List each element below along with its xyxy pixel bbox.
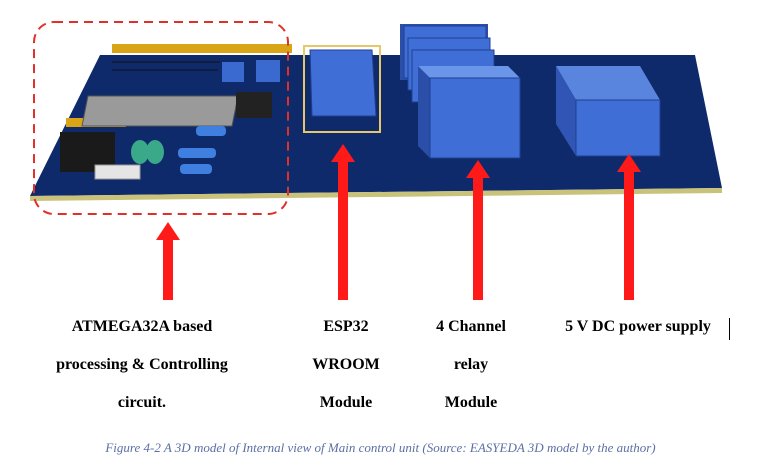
resistor-1 — [178, 148, 216, 158]
esp32-module — [309, 49, 377, 117]
resistor-2 — [196, 126, 226, 136]
label-esp32: ESP32 WROOM Module — [296, 308, 396, 422]
capacitor-2 — [146, 140, 164, 164]
label-atmega-line-2: processing & Controlling — [56, 356, 228, 373]
figure-caption: Figure 4-2 A 3D model of Internal view o… — [105, 440, 656, 455]
relay-stack — [400, 24, 521, 159]
atmega-dashed-box — [33, 21, 289, 215]
label-relay: 4 Channel relay Module — [416, 308, 526, 422]
text-cursor — [729, 318, 730, 340]
arrow-power — [617, 154, 641, 300]
label-relay-line-3: Module — [444, 394, 498, 411]
trimpot-1 — [222, 62, 244, 82]
arrow-atmega — [156, 222, 180, 300]
label-relay-line-1: 4 Channel — [436, 318, 506, 335]
label-esp32-line-3: Module — [319, 394, 373, 411]
arrow-relay — [466, 160, 490, 300]
label-atmega: ATMEGA32A based processing & Controlling… — [22, 308, 262, 422]
label-esp32-line-2: WROOM — [312, 356, 380, 373]
label-atmega-line-1: ATMEGA32A based — [71, 318, 213, 335]
pcb-board — [30, 55, 722, 196]
pin-header-top — [112, 44, 292, 53]
atmega-chip — [81, 95, 239, 127]
capacitor-1 — [131, 140, 149, 164]
arrows — [156, 144, 641, 300]
esp32-outline — [303, 45, 381, 133]
label-relay-line-2: relay — [453, 356, 489, 373]
power-supply-block — [556, 66, 661, 157]
arrow-esp32 — [331, 144, 355, 300]
trimpot-2 — [256, 60, 280, 82]
label-atmega-line-3: circuit. — [117, 394, 167, 411]
label-power-line-1: 5 V DC power supply — [565, 318, 711, 335]
resistor-3 — [180, 164, 212, 174]
pin-header-rows — [112, 61, 220, 71]
label-esp32-line-1: ESP32 — [323, 318, 369, 335]
pcb-board-edge — [30, 188, 722, 201]
small-ic — [236, 92, 272, 118]
switch — [94, 164, 141, 180]
label-power: 5 V DC power supply — [548, 308, 728, 346]
